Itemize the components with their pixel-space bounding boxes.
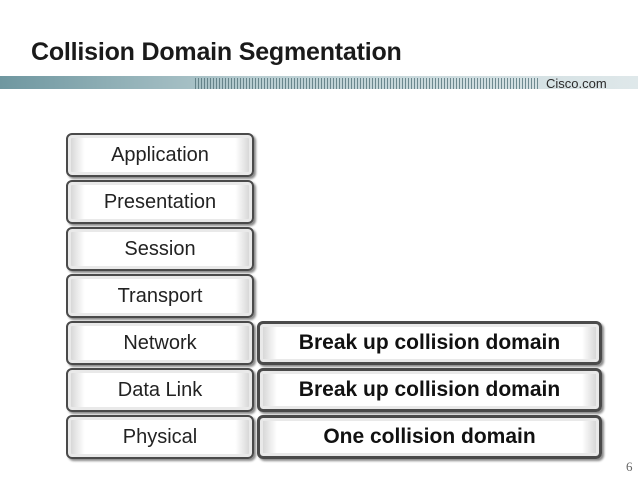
osi-layer-data-link: Data Link [66,368,254,412]
osi-layer-session: Session [66,227,254,271]
osi-layer-application: Application [66,133,254,177]
effect-data-link: Break up collision domain [257,368,602,412]
slide-title: Collision Domain Segmentation [31,38,402,66]
effect-network: Break up collision domain [257,321,602,365]
osi-layer-network: Network [66,321,254,365]
osi-layer-physical: Physical [66,415,254,459]
osi-layer-presentation: Presentation [66,180,254,224]
header-decoration [195,78,540,89]
effect-physical: One collision domain [257,415,602,459]
osi-layer-transport: Transport [66,274,254,318]
page-number: 6 [626,459,633,474]
brand-label: Cisco.com [546,76,607,91]
